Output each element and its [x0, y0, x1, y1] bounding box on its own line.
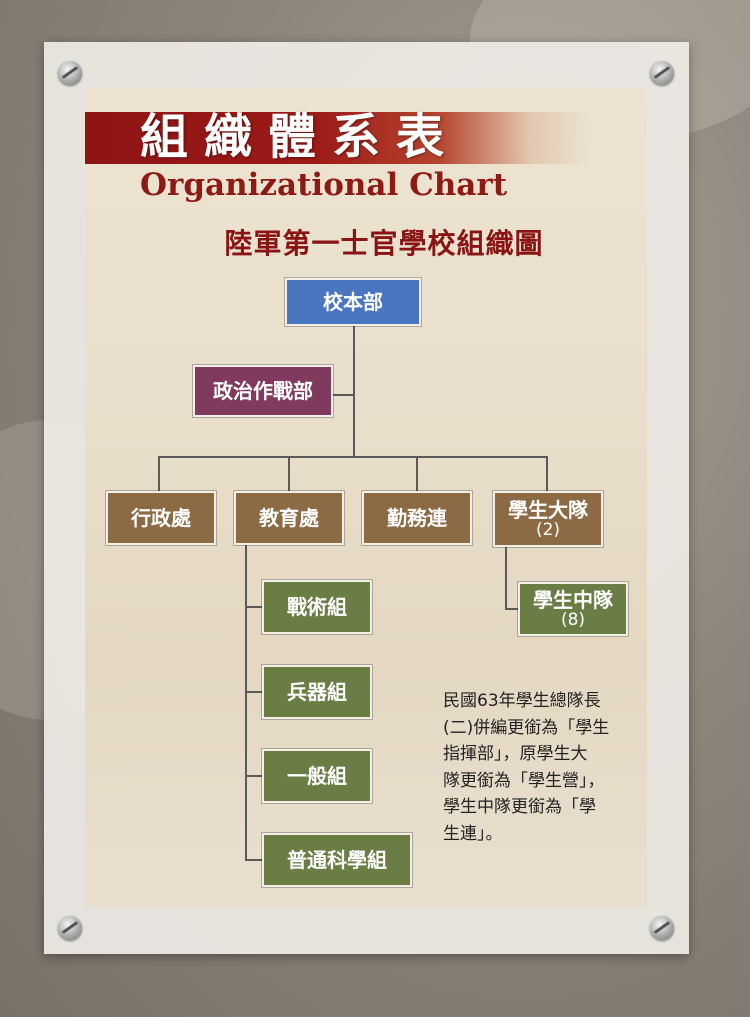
page-title: 組織體系表 — [140, 109, 461, 165]
node-count: (2) — [535, 519, 561, 540]
node-label: 政治作戰部 — [213, 379, 313, 403]
node-weapons: 兵器組 — [262, 665, 372, 719]
node-general-science: 普通科學組 — [262, 833, 412, 887]
screw-icon — [650, 61, 674, 85]
connector-line — [158, 456, 160, 492]
node-political-warfare: 政治作戰部 — [193, 365, 333, 417]
node-student-company: 學生中隊 (8) — [518, 582, 628, 636]
node-label: 戰術組 — [287, 595, 347, 619]
connector-line — [546, 456, 548, 492]
node-label: 兵器組 — [287, 680, 347, 704]
node-label: 普通科學組 — [287, 848, 387, 872]
node-student-brigade: 學生大隊 (2) — [493, 491, 603, 547]
history-note: 民國63年學生總隊長 (二)併編更銜為「學生 指揮部」，原學生大 隊更銜為「學生… — [443, 688, 639, 847]
node-hq: 校本部 — [285, 278, 421, 326]
connector-line — [158, 456, 548, 458]
connector-line — [245, 606, 263, 608]
connector-line — [245, 691, 263, 693]
node-label: 行政處 — [131, 506, 191, 530]
screw-icon — [58, 916, 82, 940]
node-service-company: 勤務連 — [362, 491, 472, 545]
note-line: 學生中隊更銜為「學 — [443, 797, 596, 817]
connector-line — [505, 608, 520, 610]
node-admin: 行政處 — [106, 491, 216, 545]
node-label: 勤務連 — [387, 506, 447, 530]
connector-line — [245, 775, 263, 777]
connector-line — [416, 456, 418, 492]
connector-line — [505, 545, 507, 609]
node-label: 一般組 — [287, 764, 347, 788]
connector-line — [353, 325, 355, 457]
connector-line — [332, 394, 354, 396]
page-title-english: Organizational Chart — [140, 167, 508, 203]
chart-subtitle: 陸軍第一士官學校組織圖 — [224, 227, 544, 260]
note-line: 生連」。 — [443, 823, 503, 844]
node-general: 一般組 — [262, 749, 372, 803]
connector-line — [245, 859, 263, 861]
connector-line — [245, 543, 247, 861]
node-count: (8) — [560, 609, 586, 630]
note-line: 指揮部」，原學生大 — [443, 744, 588, 764]
node-label: 學生中隊 — [533, 587, 613, 612]
title-band — [85, 112, 590, 164]
note-line: (二)併編更銜為「學生 — [443, 717, 610, 738]
note-line: 隊更銜為「學生營」， — [443, 770, 605, 791]
node-label: 校本部 — [323, 290, 383, 314]
screw-icon — [650, 916, 674, 940]
node-label: 教育處 — [259, 506, 319, 530]
node-education: 教育處 — [234, 491, 344, 545]
note-line: 民國63年學生總隊長 — [443, 691, 601, 711]
node-label: 學生大隊 — [508, 497, 588, 522]
connector-line — [288, 456, 290, 492]
screw-icon — [58, 61, 82, 85]
node-tactics: 戰術組 — [262, 580, 372, 634]
